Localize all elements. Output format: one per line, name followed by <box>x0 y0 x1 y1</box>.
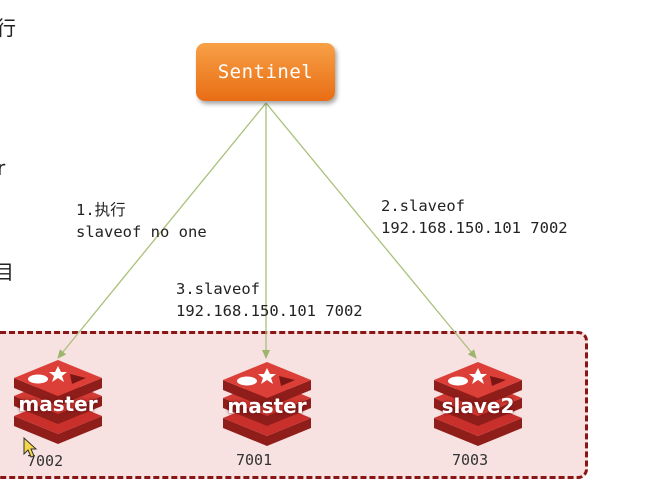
node-name-7002: master <box>18 392 98 416</box>
redis-node-7003: slave2 <box>430 360 526 450</box>
step3-line1: 3.slaveof <box>176 280 260 298</box>
step1-line1: 1.执行 <box>76 201 126 219</box>
step2-line1: 2.slaveof <box>381 197 465 215</box>
sentinel-box: Sentinel <box>196 43 335 101</box>
sentinel-label: Sentinel <box>217 61 314 83</box>
step2-label: 2.slaveof 192.168.150.101 7002 <box>381 195 568 239</box>
left-fragment-2: r <box>0 156 6 180</box>
step2-line2: 192.168.150.101 7002 <box>381 219 568 237</box>
step1-label: 1.执行 slaveof no one <box>76 199 207 243</box>
node-name-7003: slave2 <box>441 394 515 418</box>
redis-node-7001: master <box>219 360 315 450</box>
node-name-7001: master <box>227 394 307 418</box>
link-to-7002 <box>57 102 267 359</box>
step3-label: 3.slaveof 192.168.150.101 7002 <box>176 278 363 322</box>
left-fragment-1: 行 <box>0 16 16 40</box>
left-fragment-3: 目 <box>0 260 14 284</box>
step3-line2: 192.168.150.101 7002 <box>176 302 363 320</box>
redis-logo-icon <box>434 362 522 446</box>
step1-line2: slaveof no one <box>76 223 207 241</box>
redis-logo-icon <box>14 360 102 444</box>
link-to-7003 <box>265 102 477 359</box>
port-label-7001: 7001 <box>236 451 273 469</box>
redis-logo-icon <box>223 362 311 446</box>
mouse-cursor-icon <box>23 437 38 458</box>
port-label-7002: 7002 <box>27 452 64 470</box>
redis-node-7002: master <box>10 358 106 448</box>
port-label-7003: 7003 <box>452 451 489 469</box>
